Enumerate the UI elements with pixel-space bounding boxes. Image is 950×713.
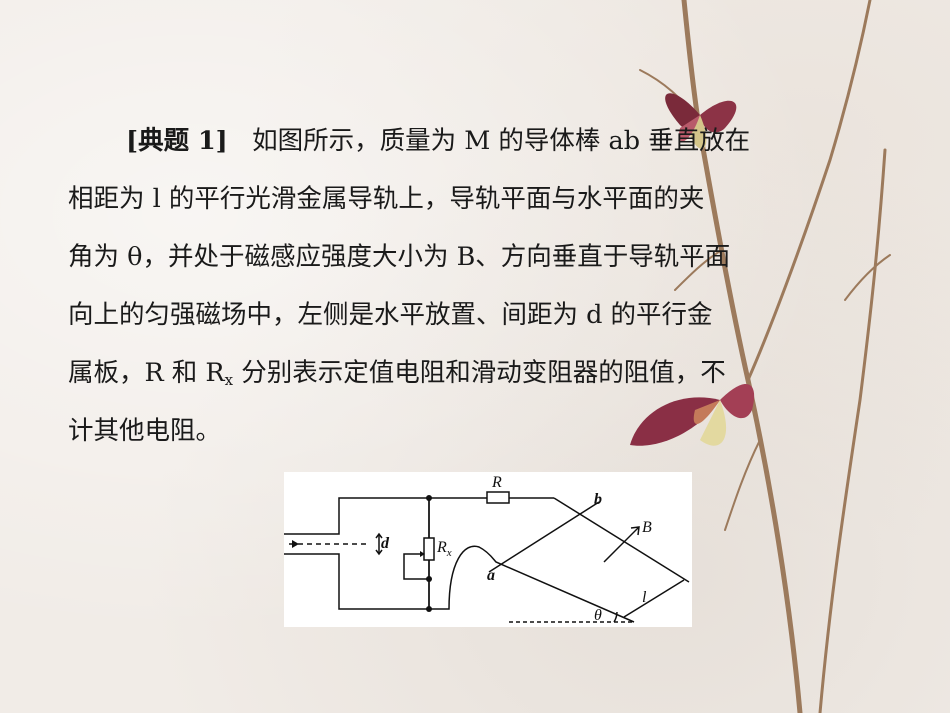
text-line-5-rest: 分别表示定值电阻和滑动变阻器的阻值，不	[233, 358, 726, 388]
label-l: l	[642, 589, 647, 606]
label-rx: Rx	[436, 539, 452, 559]
flower-middle	[630, 383, 755, 446]
flower-top	[665, 93, 737, 149]
label-a: a	[487, 567, 495, 584]
label-magnetic-field: B	[642, 519, 652, 536]
label-r: R	[491, 474, 502, 491]
text-line-2: 相距为 l 的平行光滑金属导轨上，导轨平面与水平面的夹	[68, 184, 705, 214]
text-line-6: 计其他电阻。	[68, 416, 222, 446]
circuit-diagram: d Rx R a b B l θ	[284, 472, 692, 627]
text-line-5-start: 属板，R 和 R	[68, 358, 225, 388]
text-line-4: 向上的匀强磁场中，左侧是水平放置、间距为 d 的平行金	[68, 300, 713, 330]
problem-text: [典题 1] 如图所示，质量为 M 的导体棒 ab 垂直放在 相距为 l 的平行…	[68, 112, 858, 460]
label-d: d	[381, 535, 390, 552]
text-line-1: [典题 1] 如图所示，质量为 M 的导体棒 ab 垂直放在	[68, 112, 858, 170]
problem-tag: [典题 1]	[126, 126, 228, 156]
label-b: b	[594, 491, 602, 508]
text-line-1-content: 如图所示，质量为 M 的导体棒 ab 垂直放在	[252, 126, 751, 156]
text-line-5-subscript: x	[224, 371, 234, 389]
text-line-5: 属板，R 和 Rx 分别表示定值电阻和滑动变阻器的阻值，不	[68, 344, 858, 402]
text-line-3: 角为 θ，并处于磁感应强度大小为 B、方向垂直于导轨平面	[68, 242, 731, 272]
label-theta: θ	[594, 607, 602, 624]
